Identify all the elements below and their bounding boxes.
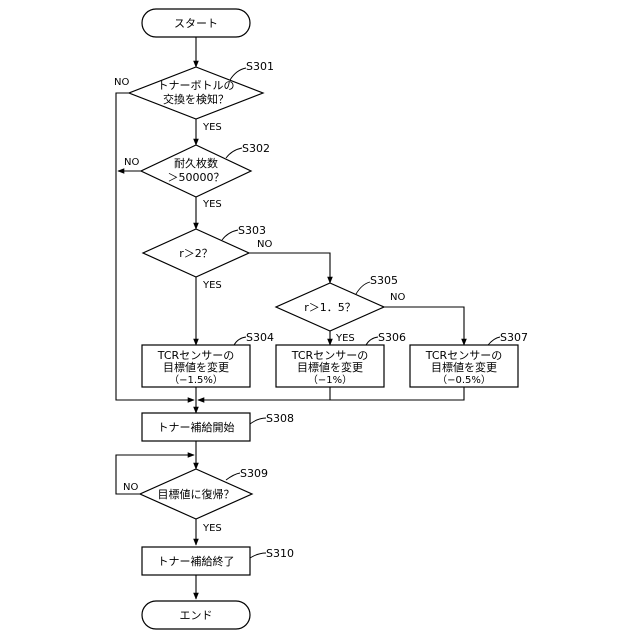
step-s305: S305	[370, 274, 398, 287]
leader-s306	[366, 337, 378, 345]
process-s310: トナー補給終了	[142, 547, 250, 575]
s302-text-2: ＞50000？	[168, 171, 225, 184]
s301-text-2: 交換を検知？	[163, 92, 229, 106]
s309-no-label: NO	[123, 482, 138, 493]
decision-s305: r＞1．5？	[276, 283, 384, 331]
s303-no-label: NO	[257, 239, 272, 250]
process-s308: トナー補給開始	[142, 413, 250, 441]
s309-yes-label: YES	[202, 523, 222, 534]
s304-text-2: 目標値を変更	[163, 360, 229, 374]
s304-text-3: （−1.5%）	[169, 374, 223, 386]
step-s310: S310	[266, 547, 294, 560]
leader-s309	[226, 473, 240, 480]
s303-text: r＞2？	[179, 247, 213, 260]
s309-text: 目標値に復帰？	[158, 487, 235, 501]
s301-no-label: NO	[114, 77, 129, 88]
edge-s307-bus	[198, 387, 464, 400]
s301-yes-label: YES	[202, 122, 222, 133]
step-s308: S308	[266, 412, 294, 425]
s302-no-label: NO	[124, 157, 139, 168]
leader-s307	[488, 337, 500, 345]
s301-text-1: トナーボトルの	[158, 79, 235, 92]
process-s306: TCRセンサーの 目標値を変更 （−1%）	[276, 345, 384, 387]
decision-s303: r＞2？	[143, 229, 249, 277]
s307-text-2: 目標値を変更	[431, 360, 497, 374]
s306-text-3: （−1%）	[308, 374, 352, 386]
s306-text-2: 目標値を変更	[297, 360, 363, 374]
s303-yes-label: YES	[202, 280, 222, 291]
edge-s303-no	[249, 253, 330, 283]
connectors	[116, 37, 464, 599]
end-label: エンド	[180, 609, 213, 622]
process-s307: TCRセンサーの 目標値を変更 （−0.5%）	[410, 345, 518, 387]
step-s303: S303	[238, 224, 266, 237]
decision-s302: 耐久枚数 ＞50000？	[141, 145, 251, 197]
s305-no-label: NO	[390, 292, 405, 303]
start-label: スタート	[174, 17, 218, 30]
leader-s310	[250, 553, 266, 558]
decision-s301: トナーボトルの 交換を検知？	[129, 67, 263, 119]
s305-yes-label: YES	[335, 333, 355, 344]
s308-text: トナー補給開始	[158, 420, 235, 434]
s310-text: トナー補給終了	[158, 554, 235, 568]
end-terminal: エンド	[142, 601, 250, 629]
step-s301: S301	[246, 60, 274, 73]
leader-s304	[234, 337, 246, 345]
step-s307: S307	[500, 331, 528, 344]
decision-s309: 目標値に復帰？	[140, 469, 252, 519]
step-s306: S306	[378, 331, 406, 344]
s307-text-3: （−0.5%）	[437, 374, 491, 386]
process-s304: TCRセンサーの 目標値を変更 （−1.5%）	[142, 345, 250, 387]
leader-s305	[356, 282, 370, 294]
step-s309: S309	[240, 467, 268, 480]
start-terminal: スタート	[142, 9, 250, 37]
step-s304: S304	[246, 331, 274, 344]
leader-s302	[226, 148, 242, 158]
s302-yes-label: YES	[202, 199, 222, 210]
s305-text: r＞1．5？	[304, 301, 356, 314]
leader-s303	[222, 230, 238, 240]
s302-text-1: 耐久枚数	[174, 156, 218, 170]
step-s302: S302	[242, 142, 270, 155]
leader-s308	[250, 418, 266, 424]
